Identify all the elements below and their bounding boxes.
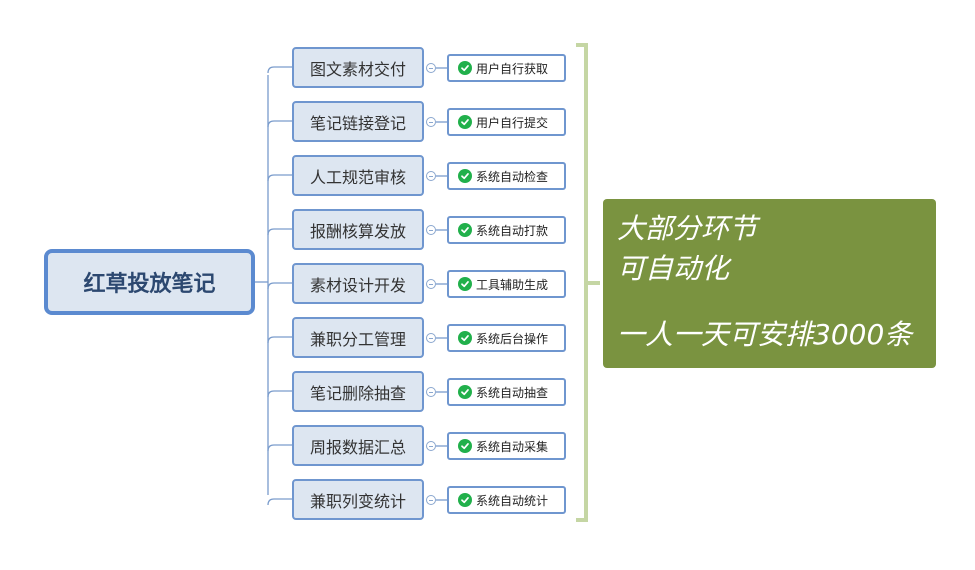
status-tag-label: 用户自行提交 (476, 115, 549, 130)
step-label: 兼职列变统计 (309, 491, 406, 511)
summary-spacer (617, 289, 922, 315)
summary-line-1: 大部分环节 (617, 212, 758, 245)
step-label: 笔记链接登记 (309, 113, 406, 133)
collapse-toggle[interactable] (426, 333, 436, 343)
collapse-toggle[interactable] (426, 279, 436, 289)
step-label: 图文素材交付 (309, 59, 406, 79)
check-icon (458, 61, 472, 75)
status-tag[interactable]: 系统自动抽查 (447, 378, 566, 406)
summary-callout[interactable]: 大部分环节 可自动化 一人一天可安排3000条 (603, 199, 936, 368)
check-icon (458, 169, 472, 183)
connector (267, 444, 292, 452)
status-tag-label: 系统自动检查 (476, 169, 549, 184)
step-node[interactable]: 图文素材交付 (292, 47, 424, 88)
collapse-toggle[interactable] (426, 117, 436, 127)
step-node[interactable]: 笔记链接登记 (292, 101, 424, 142)
collapse-toggle[interactable] (426, 441, 436, 451)
step-label: 兼职分工管理 (309, 329, 406, 349)
collapse-toggle[interactable] (426, 63, 436, 73)
status-tag[interactable]: 用户自行获取 (447, 54, 566, 82)
root-topic[interactable]: 红草投放笔记 (44, 249, 255, 315)
status-tag[interactable]: 用户自行提交 (447, 108, 566, 136)
collapse-toggle[interactable] (426, 225, 436, 235)
connector (267, 174, 292, 182)
status-tag[interactable]: 工具辅助生成 (447, 270, 566, 298)
step-label: 人工规范审核 (309, 167, 406, 187)
connector (267, 228, 292, 236)
check-icon (458, 493, 472, 507)
collapse-toggle[interactable] (426, 387, 436, 397)
summary-line-3: 一人一天可安排3000条 (617, 318, 913, 351)
status-tag[interactable]: 系统后台操作 (447, 324, 566, 352)
connector (267, 66, 292, 74)
status-tag-label: 用户自行获取 (476, 61, 549, 76)
step-node[interactable]: 兼职分工管理 (292, 317, 424, 358)
connector (267, 282, 292, 290)
status-tag-label: 系统自动统计 (476, 493, 549, 508)
connector (267, 120, 292, 128)
status-tag-label: 系统自动抽查 (476, 385, 549, 400)
status-tag-label: 工具辅助生成 (476, 277, 549, 292)
connector (267, 390, 292, 398)
status-tag[interactable]: 系统自动检查 (447, 162, 566, 190)
check-icon (458, 331, 472, 345)
status-tag-label: 系统自动采集 (476, 439, 549, 454)
step-node[interactable]: 人工规范审核 (292, 155, 424, 196)
step-node[interactable]: 报酬核算发放 (292, 209, 424, 250)
step-node[interactable]: 周报数据汇总 (292, 425, 424, 466)
check-icon (458, 385, 472, 399)
connector (267, 498, 292, 506)
check-icon (458, 277, 472, 291)
check-icon (458, 115, 472, 129)
step-label: 周报数据汇总 (309, 437, 406, 457)
step-label: 素材设计开发 (309, 275, 406, 295)
step-node[interactable]: 素材设计开发 (292, 263, 424, 304)
collapse-toggle[interactable] (426, 171, 436, 181)
step-label: 报酬核算发放 (309, 221, 406, 241)
step-label: 笔记删除抽查 (309, 383, 406, 403)
check-icon (458, 439, 472, 453)
status-tag[interactable]: 系统自动采集 (447, 432, 566, 460)
root-topic-label: 红草投放笔记 (83, 272, 216, 297)
summary-line-2: 可自动化 (617, 252, 730, 285)
connector (576, 43, 588, 522)
step-node[interactable]: 兼职列变统计 (292, 479, 424, 520)
collapse-toggle[interactable] (426, 495, 436, 505)
status-tag-label: 系统后台操作 (476, 331, 549, 346)
status-tag-label: 系统自动打款 (476, 223, 549, 238)
status-tag[interactable]: 系统自动打款 (447, 216, 566, 244)
status-tag[interactable]: 系统自动统计 (447, 486, 566, 514)
check-icon (458, 223, 472, 237)
step-node[interactable]: 笔记删除抽查 (292, 371, 424, 412)
connector (267, 336, 292, 344)
